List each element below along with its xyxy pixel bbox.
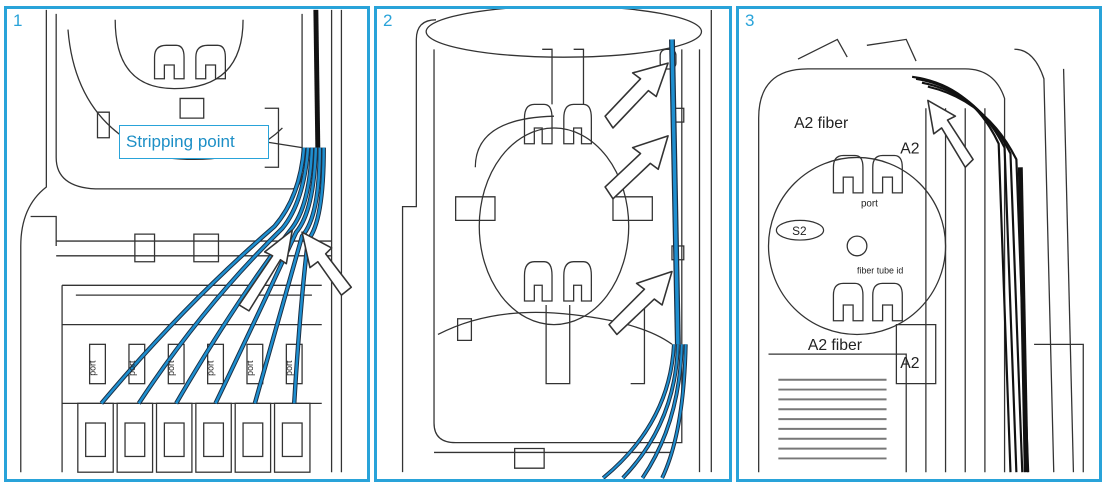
a2-fiber-label-top: A2 fiber	[794, 115, 848, 132]
step-1-illustration: port port port port port port	[20, 9, 353, 473]
port-label-5: port	[245, 360, 255, 376]
s2-label: S2	[792, 224, 806, 238]
a2-fiber-label-bottom: A2 fiber	[808, 337, 862, 354]
port-label-2: port	[127, 360, 137, 376]
step-1-panel: port port port port port port 1 Strippin…	[4, 6, 370, 482]
port-label-6: port	[284, 360, 294, 376]
a2-label-bottom-right: A2	[900, 355, 919, 372]
step-3-illustration: A2 fiber A2 S2 port fiber tube id A2 fib…	[758, 38, 1084, 473]
a2-label-top-right: A2	[900, 141, 919, 158]
port-label-4: port	[206, 360, 216, 376]
step-number: 3	[745, 11, 755, 30]
step-3-panel: A2 fiber A2 S2 port fiber tube id A2 fib…	[736, 6, 1102, 482]
step-2-illustration	[401, 9, 712, 479]
port-label: port	[861, 199, 878, 210]
port-label-3: port	[166, 360, 176, 376]
fiber-tube-label: fiber tube id	[857, 266, 903, 276]
port-label-1: port	[88, 360, 98, 376]
step-2-panel: 2	[374, 6, 732, 482]
step-number: 2	[383, 11, 393, 30]
stripping-point-callout: Stripping point	[119, 125, 269, 159]
step-number: 1	[13, 11, 23, 30]
